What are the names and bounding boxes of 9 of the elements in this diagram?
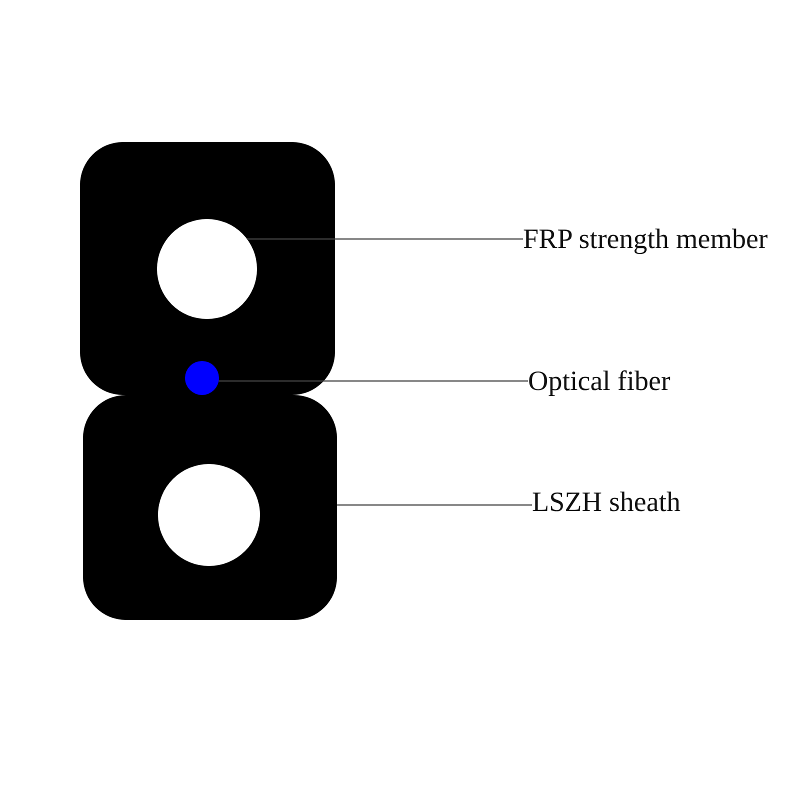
leader-line bbox=[218, 380, 528, 382]
leader-line bbox=[247, 238, 523, 240]
part-label: Optical fiber bbox=[528, 366, 670, 398]
leader-line bbox=[337, 504, 532, 506]
cable-sheath bbox=[80, 142, 337, 620]
part-label: LSZH sheath bbox=[532, 487, 681, 519]
optical-fiber bbox=[185, 361, 219, 395]
strength-member bbox=[157, 219, 257, 319]
part-label: FRP strength member bbox=[523, 224, 768, 256]
